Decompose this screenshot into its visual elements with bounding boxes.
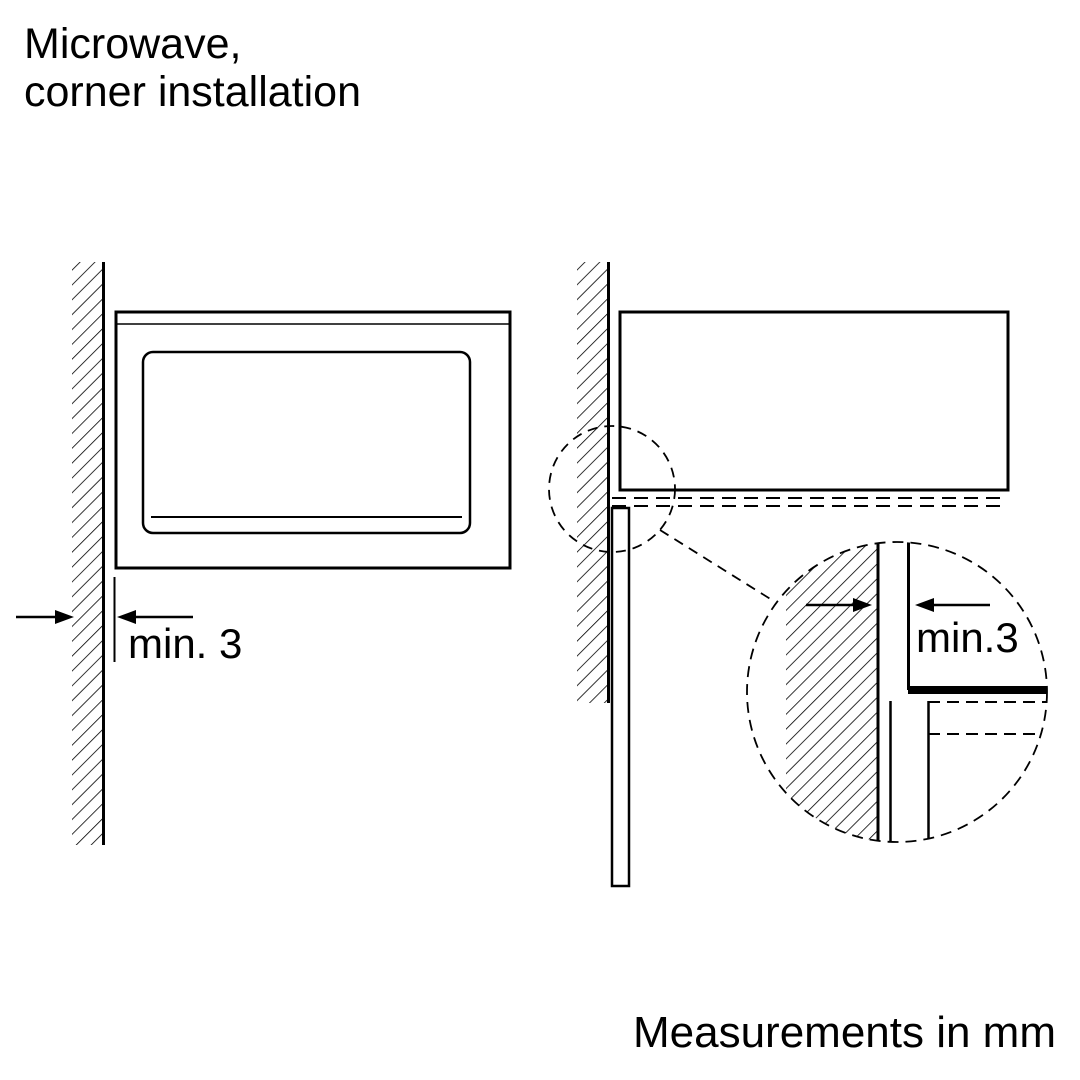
measurements-note: Measurements in mm	[633, 1008, 1056, 1057]
zoom-detail-circle	[746, 541, 1048, 843]
detail-contents: min.3	[786, 542, 1047, 842]
left-gap-label: min. 3	[128, 620, 242, 667]
detail-wall-hatch	[786, 542, 878, 842]
open-door-panel	[610, 506, 631, 888]
side-view-figure	[548, 262, 1010, 888]
zoom-source-circle	[548, 425, 676, 553]
title-line-2: corner installation	[24, 68, 361, 116]
detail-gap-label: min.3	[916, 614, 1019, 661]
dimension-arrowhead-right-pointing	[55, 610, 74, 624]
detail-arrowhead-right-pointing	[853, 598, 872, 612]
title-line-1: Microwave,	[24, 20, 241, 68]
page-title: Microwave, corner installation	[24, 20, 361, 116]
dimension-arrowhead-left-pointing	[117, 610, 136, 624]
zoom-leader-line	[659, 529, 773, 601]
microwave-door-inner	[141, 350, 472, 535]
left-wall-hatch	[72, 262, 103, 845]
front-view-figure: min. 3	[16, 262, 512, 845]
detail-arrowhead-left-pointing	[915, 598, 934, 612]
detail-view: min.3	[746, 541, 1048, 843]
detail-microwave-bottom-edge	[908, 686, 1047, 694]
right-wall-hatch	[577, 262, 608, 703]
microwave-top-view-body	[618, 310, 1010, 492]
